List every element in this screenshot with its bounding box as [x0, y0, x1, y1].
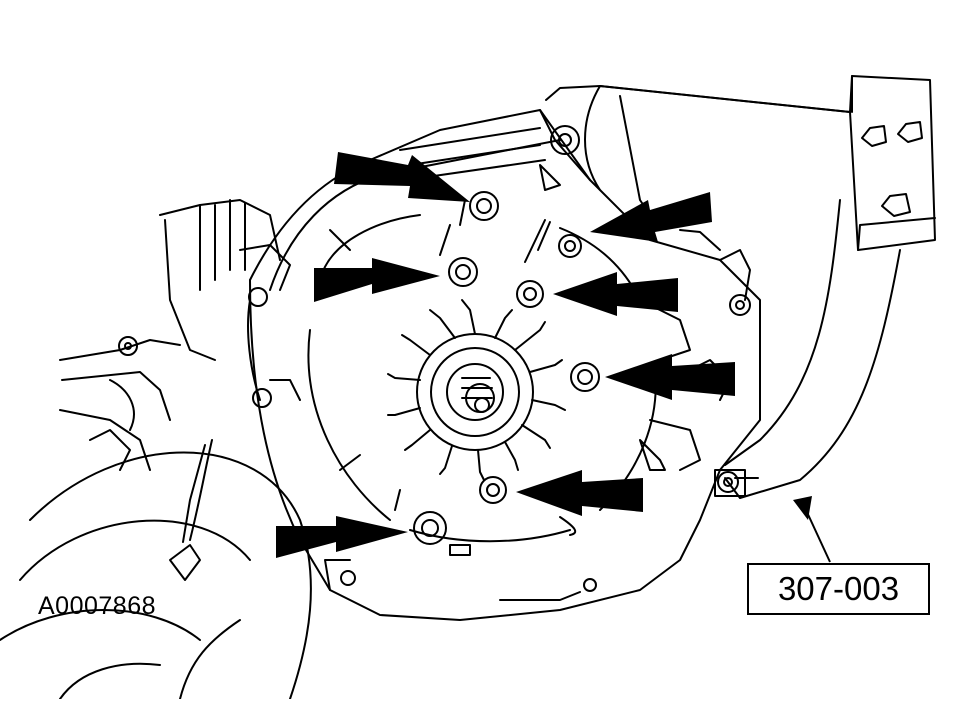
bolt-arrow-right — [553, 272, 678, 316]
left-housing — [59, 199, 301, 471]
bolt-right-upper — [516, 280, 544, 308]
bolt-arrow-lower-left — [276, 516, 408, 558]
bolt-upper-left — [469, 191, 499, 221]
bolt-left — [448, 257, 478, 287]
tool-callout-label: 307-003 — [747, 563, 930, 615]
bolt-lower — [479, 476, 507, 504]
tool-post — [714, 469, 759, 497]
bolt-right — [570, 362, 600, 392]
bolts — [394, 191, 600, 556]
bolt-arrow-right-lower — [605, 354, 735, 400]
central-gear — [387, 299, 566, 481]
bolt-arrow-upper-left — [334, 152, 470, 202]
flywheel — [0, 439, 312, 700]
tool-bracket-307-003 — [545, 75, 936, 499]
bolt-lower-left — [413, 511, 447, 545]
bolt-upper-right — [558, 234, 582, 258]
callout-arrows — [276, 152, 812, 558]
figure-id-label: A0007868 — [38, 592, 157, 620]
tool-leader-line — [805, 509, 831, 563]
bolt-arrow-lower-right — [516, 470, 643, 516]
bolt-arrow-upper-right — [590, 192, 712, 242]
bolt-arrow-left — [314, 258, 440, 302]
